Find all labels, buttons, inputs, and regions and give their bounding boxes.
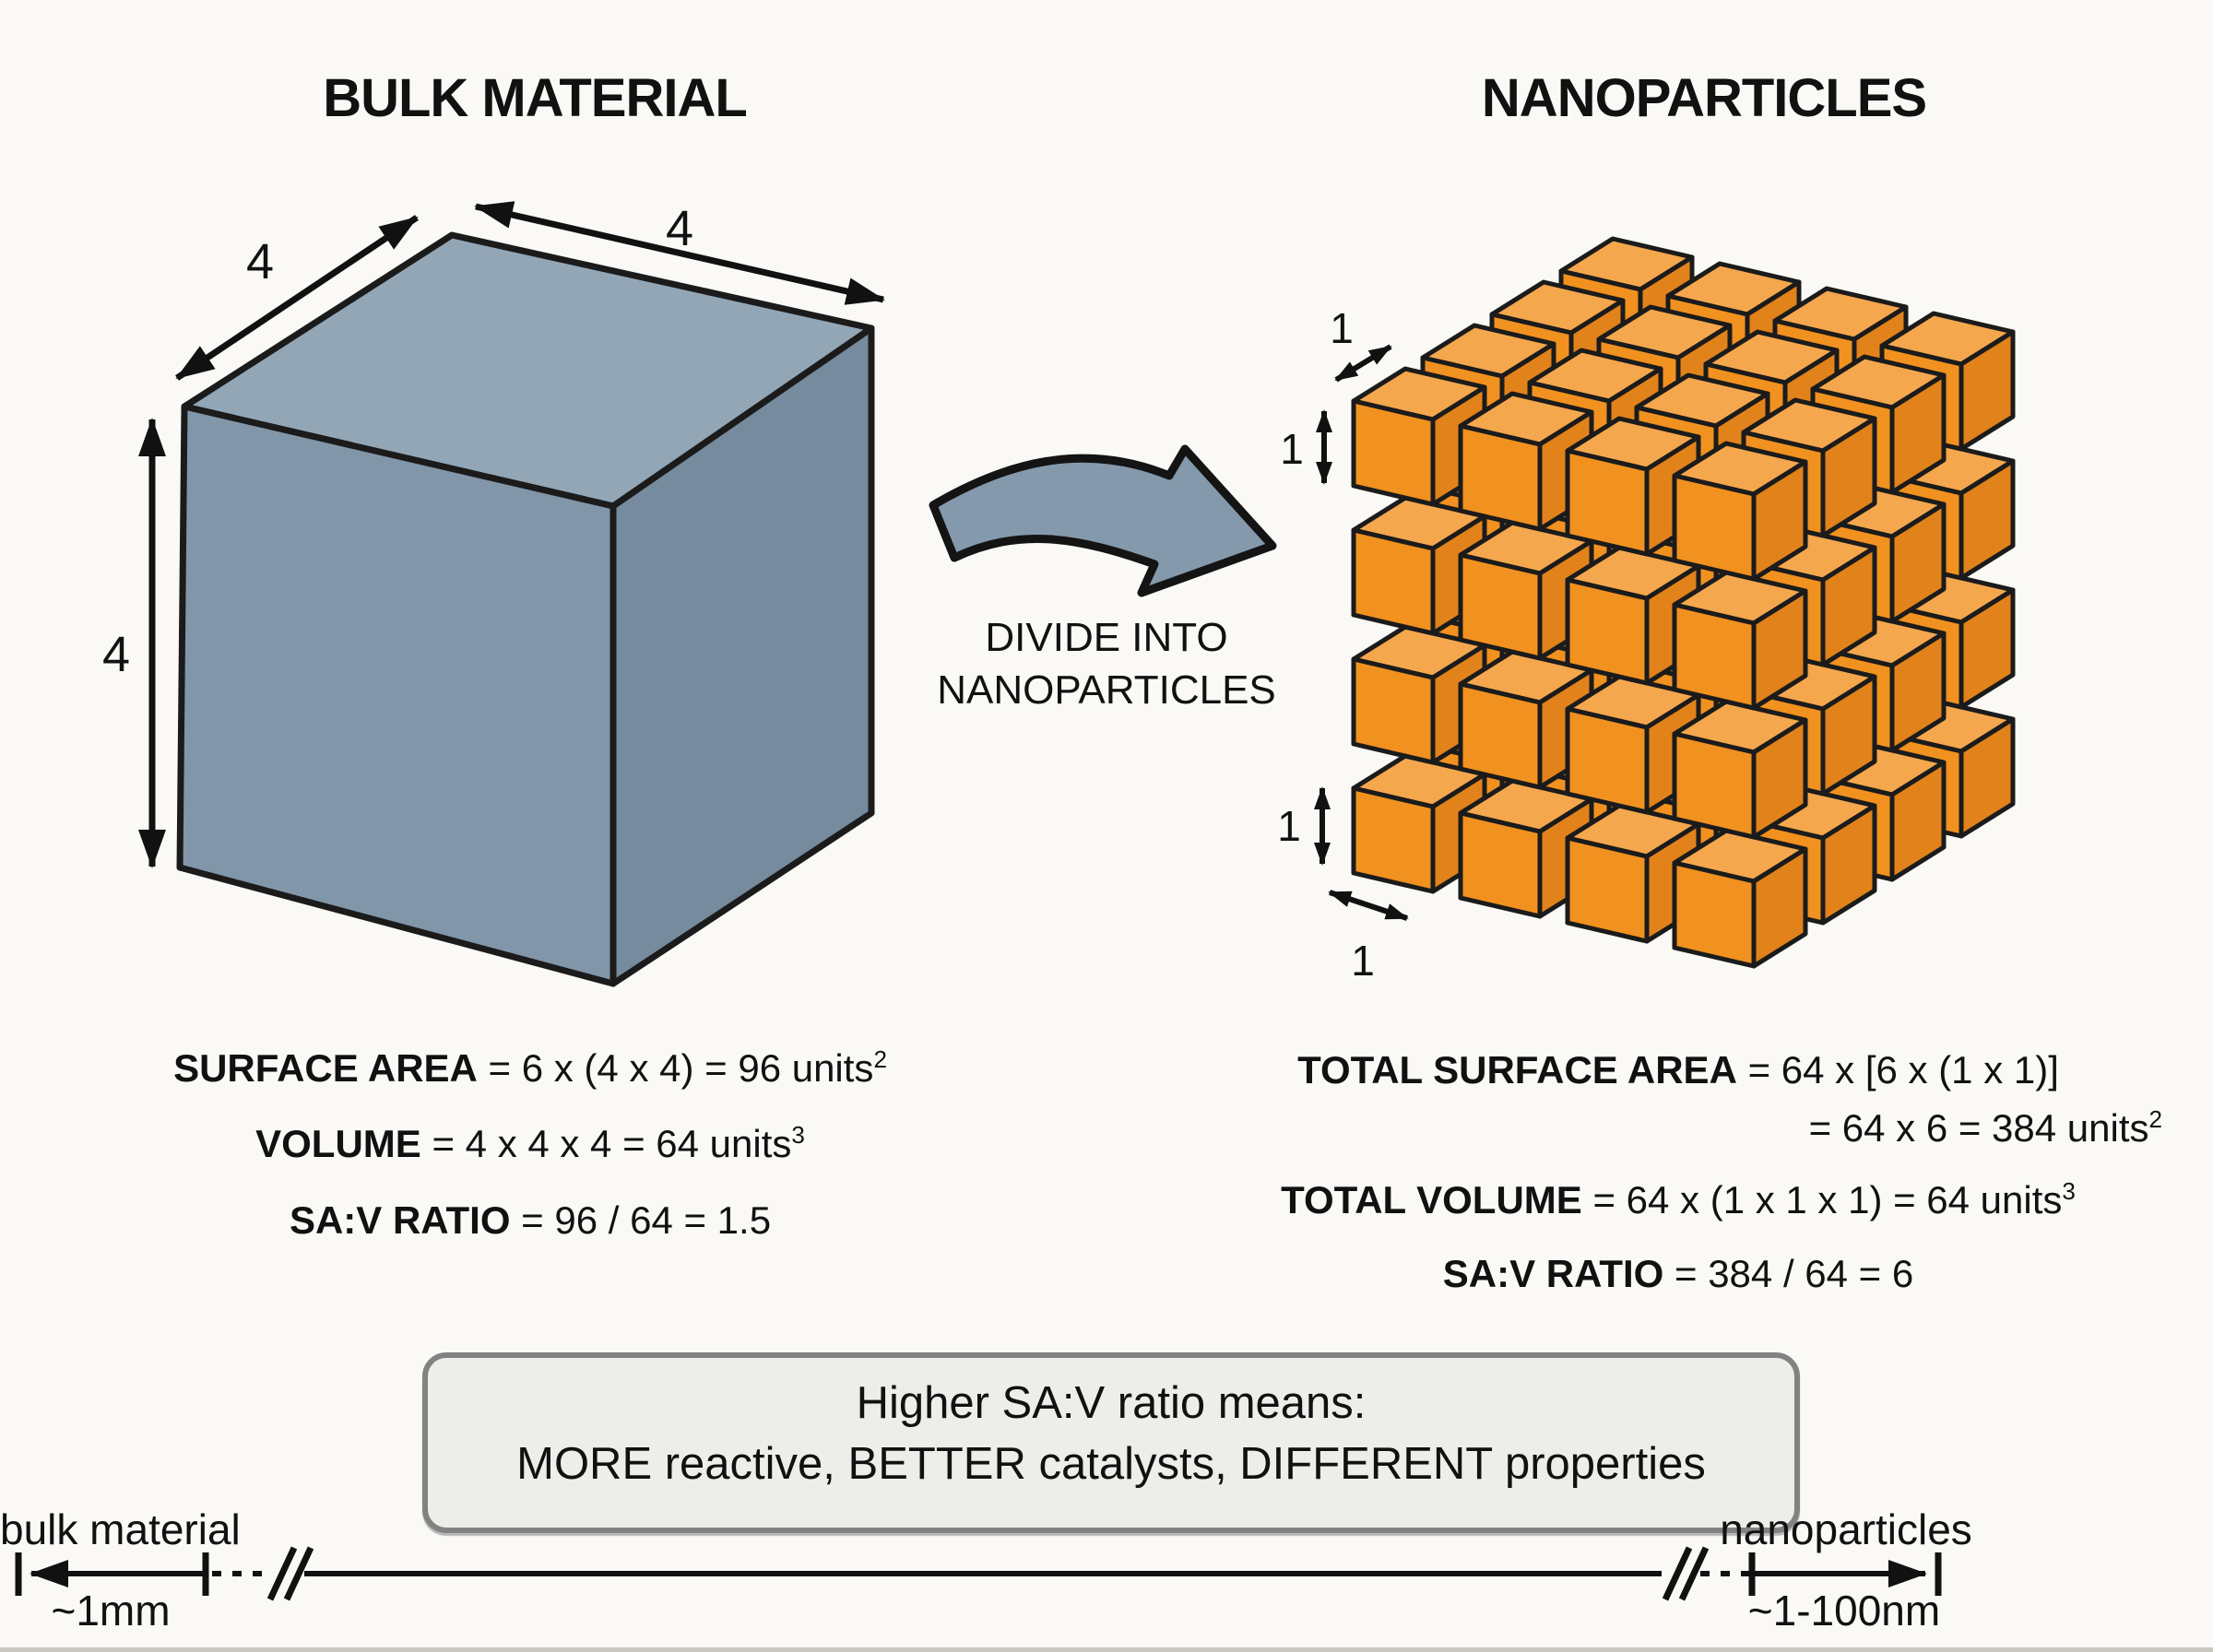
formula-body: = 64 x 6 = 384 units	[1808, 1106, 2149, 1150]
nano-cube-face	[1820, 416, 1877, 538]
nano-cube-face	[1889, 502, 1947, 624]
nano-cube-face	[1959, 458, 2016, 581]
nano-cube-face	[1351, 527, 1436, 636]
nano-dim-label-depth: 1	[1330, 304, 1354, 352]
nano-cube-face	[1959, 716, 2016, 839]
nano-cube-face	[1565, 706, 1650, 815]
nano-cube-face	[1751, 717, 1808, 840]
nano-cube-face	[1959, 587, 2016, 710]
nano-cube-face	[1889, 372, 1947, 495]
formula-label: SA:V RATIO	[1442, 1252, 1664, 1295]
formula-body: = 64 x [6 x (1 x 1)]	[1736, 1048, 2059, 1092]
size-scale-bar	[15, 1546, 1942, 1601]
scale-label-nanoparticles: nanoparticles	[1720, 1505, 1972, 1553]
scale-break-left-1	[266, 1546, 298, 1601]
nano-dim-label-height-top: 1	[1280, 425, 1304, 473]
nano-depth-arrow-top	[1334, 344, 1392, 383]
bulk-volume-formula: VOLUME = 4 x 4 x 4 = 64 units3	[69, 1123, 991, 1163]
nano-cube-face	[1458, 810, 1543, 919]
nano-cube-face	[1565, 835, 1650, 944]
nano-volume-formula: TOTAL VOLUME = 64 x (1 x 1 x 1) = 64 uni…	[1189, 1179, 2167, 1220]
nano-cube-face	[1751, 459, 1808, 582]
nano-cube-face	[1672, 602, 1757, 711]
nano-cube-face	[1672, 860, 1757, 969]
nano-cube-face	[1458, 552, 1543, 661]
bulk-sav-ratio-formula: SA:V RATIO = 96 / 64 = 1.5	[69, 1199, 991, 1240]
formula-superscript: 2	[873, 1045, 887, 1073]
scale-break-left-2	[283, 1546, 314, 1601]
nano-cube-face	[1458, 423, 1543, 532]
nano-cube-face	[1672, 473, 1757, 582]
nano-cube-face	[1351, 398, 1436, 507]
bulk-surface-area-formula: SURFACE AREA = 6 x (4 x 4) = 96 units2	[69, 1047, 991, 1088]
formula-label: SA:V RATIO	[289, 1198, 511, 1242]
nano-cube-face	[1565, 448, 1650, 557]
nano-cube-face	[1351, 656, 1436, 765]
page-bottom-edge	[0, 1647, 2213, 1652]
divide-caption-line1: DIVIDE INTO	[985, 615, 1228, 660]
divide-caption-line2: NANOPARTICLES	[937, 667, 1276, 713]
scale-break-right-1	[1662, 1546, 1693, 1601]
bulk-cube-right-face	[609, 324, 875, 987]
bulk-dim-label-height: 4	[102, 627, 130, 682]
formula-label: SURFACE AREA	[173, 1046, 478, 1090]
bulk-dim-label-depth: 4	[246, 234, 274, 289]
nano-cube-face	[1959, 329, 2016, 452]
nano-width-arrow-bottom	[1328, 890, 1409, 921]
formula-superscript: 3	[2062, 1177, 2076, 1205]
nano-cube-face	[1351, 785, 1436, 894]
bulk-cube-front-face	[176, 403, 617, 987]
formula-label: VOLUME	[255, 1122, 421, 1165]
divide-arrow	[929, 444, 1277, 597]
formula-superscript: 2	[2148, 1105, 2162, 1133]
formula-superscript: 3	[791, 1121, 805, 1149]
bulk-dimension-arrows	[138, 201, 885, 868]
nanoparticles-title: NANOPARTICLES	[1481, 68, 1927, 128]
nano-surface-area-formula-cont: = 64 x 6 = 384 units2	[1189, 1107, 2162, 1148]
bulk-depth-arrow	[175, 215, 419, 381]
summary-line2: MORE reactive, BETTER catalysts, DIFFERE…	[516, 1439, 1706, 1489]
nano-cube-face	[1889, 631, 1947, 753]
nano-dim-label-width: 1	[1351, 937, 1375, 985]
summary-line1: Higher SA:V ratio means:	[856, 1378, 1367, 1428]
nano-cube-face	[1820, 803, 1877, 926]
nano-dim-label-height-bottom: 1	[1277, 802, 1301, 850]
formula-body: = 384 / 64 = 6	[1663, 1252, 1914, 1295]
scale-value-1mm: ~1mm	[51, 1587, 171, 1634]
formula-label: TOTAL SURFACE AREA	[1297, 1048, 1737, 1092]
bulk-width-arrow	[474, 201, 885, 305]
divide-caption: DIVIDE INTO NANOPARTICLES	[876, 611, 1337, 716]
formula-body: = 6 x (4 x 4) = 96 units	[477, 1046, 874, 1090]
formula-body: = 96 / 64 = 1.5	[510, 1198, 772, 1242]
nano-cluster	[1351, 236, 2016, 969]
formula-body: = 64 x (1 x 1 x 1) = 64 units	[1581, 1178, 2063, 1221]
nano-cube-face	[1751, 846, 1808, 969]
nano-cube-face	[1458, 681, 1543, 790]
nano-cube-face	[1820, 545, 1877, 667]
formula-body: = 4 x 4 x 4 = 64 units	[420, 1122, 792, 1165]
bulk-cube	[176, 231, 875, 987]
formula-label: TOTAL VOLUME	[1281, 1178, 1582, 1221]
nano-cube-face	[1565, 577, 1650, 686]
bulk-dim-label-width: 4	[666, 201, 693, 256]
summary-box: Higher SA:V ratio means: MORE reactive, …	[422, 1352, 1800, 1533]
nano-sav-ratio-formula: SA:V RATIO = 384 / 64 = 6	[1189, 1253, 2167, 1293]
scale-label-bulk-material: bulk material	[0, 1505, 241, 1553]
nano-dimension-arrows	[1314, 344, 1409, 921]
bulk-material-title: BULK MATERIAL	[323, 68, 748, 128]
nano-cube-face	[1751, 588, 1808, 711]
nano-cube-face	[1820, 674, 1877, 796]
nano-cube-face	[1672, 731, 1757, 840]
nano-surface-area-formula: TOTAL SURFACE AREA = 64 x [6 x (1 x 1)]	[1189, 1049, 2167, 1090]
nano-cube-face	[1889, 760, 1947, 882]
scale-value-1-100nm: ~1-100nm	[1747, 1587, 1941, 1634]
scale-break-right-2	[1678, 1546, 1710, 1601]
